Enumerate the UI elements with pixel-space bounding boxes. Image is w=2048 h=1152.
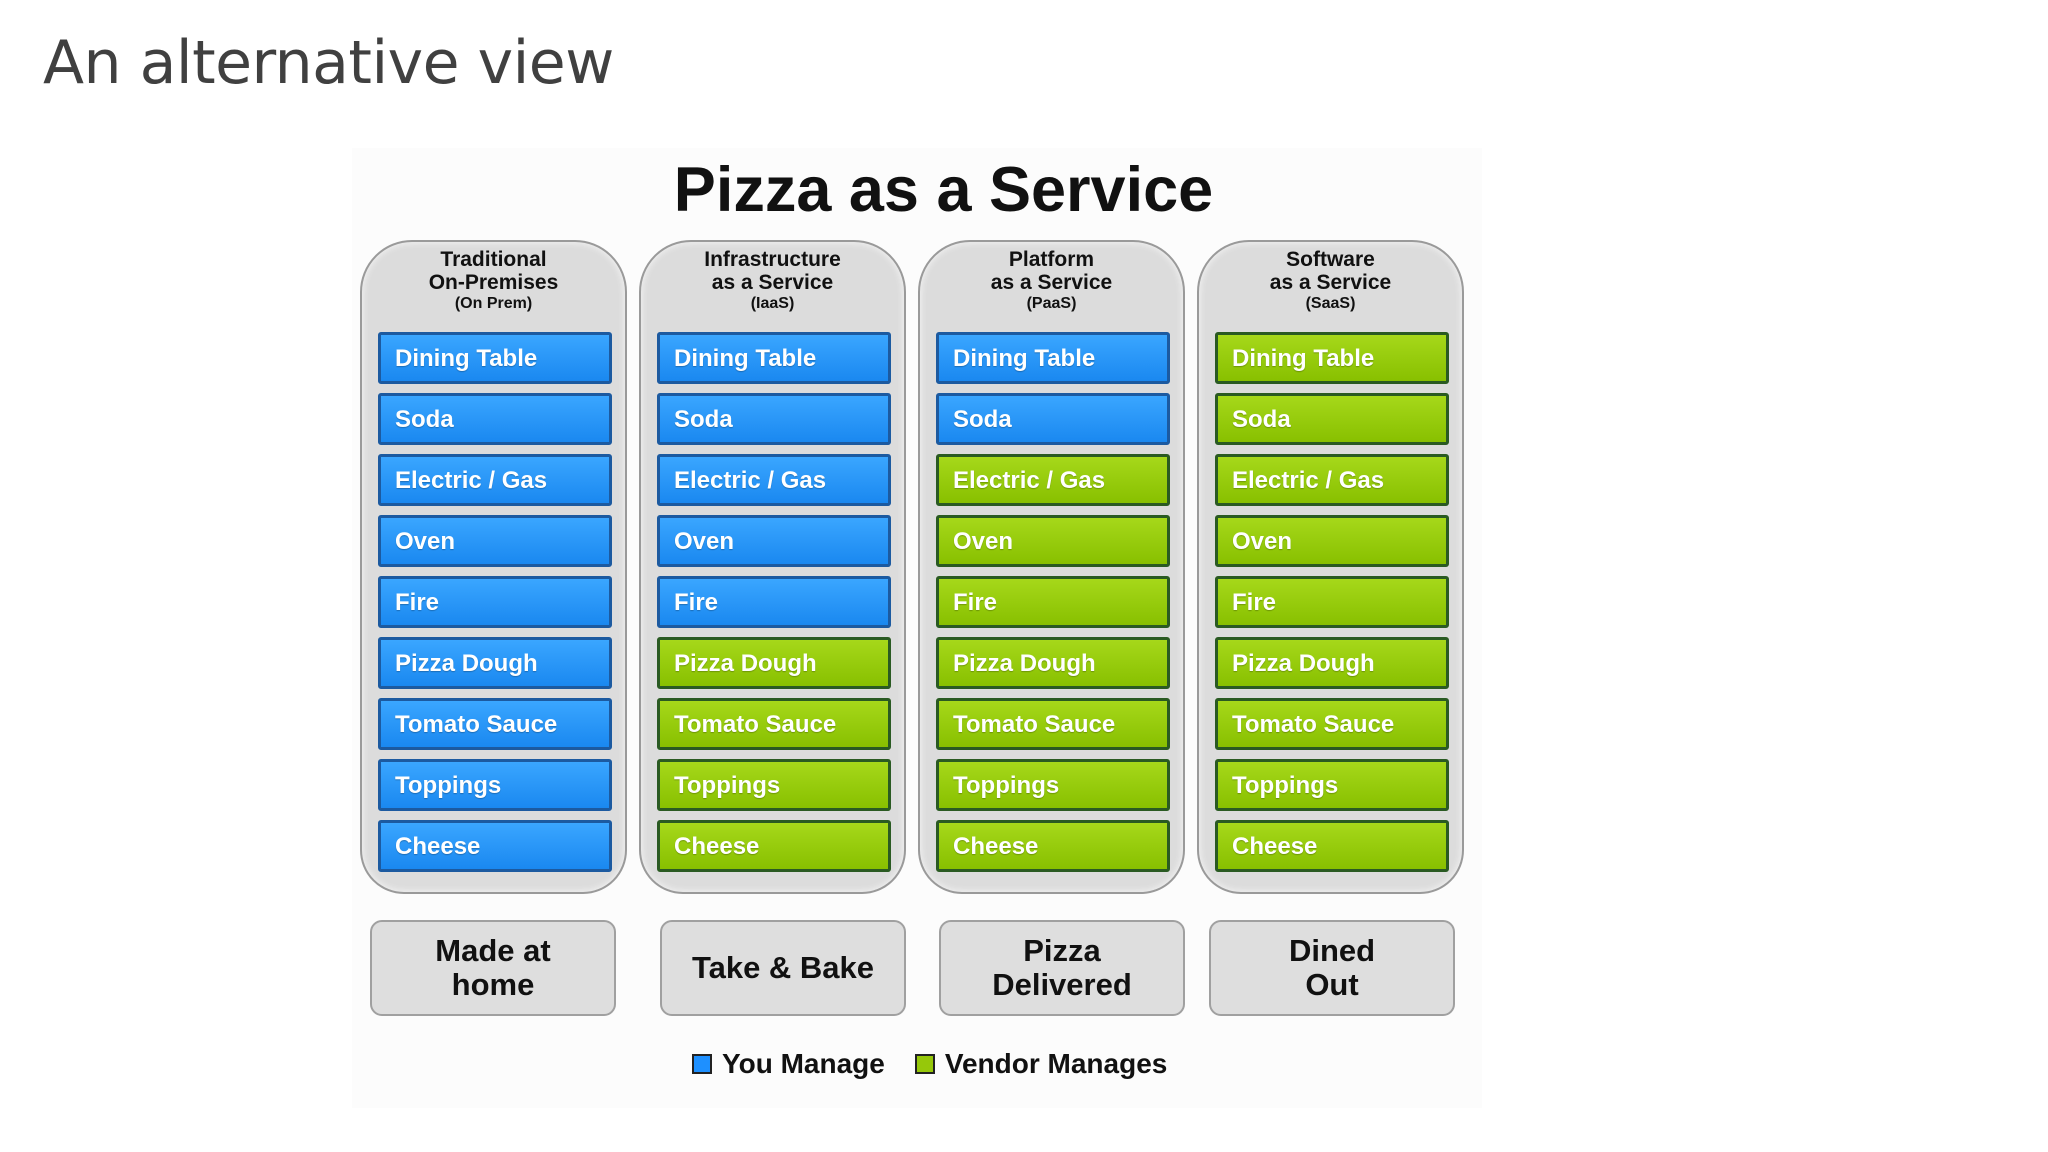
tier-pizza-dough: Pizza Dough	[1215, 637, 1449, 689]
column-abbreviation: (SaaS)	[1305, 295, 1356, 312]
tier-electric-gas: Electric / Gas	[1215, 454, 1449, 506]
tier-dining-table: Dining Table	[1215, 332, 1449, 384]
tier-dining-table: Dining Table	[936, 332, 1170, 384]
tier-oven: Oven	[936, 515, 1170, 567]
tier-soda: Soda	[657, 393, 891, 445]
column-header-line: as a Service	[990, 271, 1113, 294]
outcome-line: Take & Bake	[691, 950, 875, 985]
tier-toppings: Toppings	[936, 759, 1170, 811]
column-header-line: Platform	[1008, 248, 1095, 271]
column-header-line: Software	[1286, 248, 1375, 271]
outcome-box: Take & Bake	[660, 920, 906, 1016]
tier-cheese: Cheese	[936, 820, 1170, 872]
tier-pizza-dough: Pizza Dough	[657, 637, 891, 689]
column-header-line: as a Service	[711, 271, 834, 294]
tier-dining-table: Dining Table	[657, 332, 891, 384]
tier-dining-table: Dining Table	[378, 332, 612, 384]
outcome-line: Made at	[435, 933, 551, 968]
tier-fire: Fire	[1215, 576, 1449, 628]
tier-pizza-dough: Pizza Dough	[936, 637, 1170, 689]
legend-item-vendor-manages: Vendor Manages	[914, 1048, 1168, 1080]
diagram-title: Pizza as a Service	[673, 155, 1214, 225]
column-header-line: Infrastructure	[704, 248, 841, 271]
tier-toppings: Toppings	[1215, 759, 1449, 811]
column-abbreviation: (On Prem)	[454, 295, 533, 312]
outcome-line: Out	[1305, 967, 1359, 1002]
tier-tomato-sauce: Tomato Sauce	[657, 698, 891, 750]
tier-soda: Soda	[936, 393, 1170, 445]
legend-label-vendor-manages: Vendor Manages	[944, 1048, 1168, 1079]
tier-tomato-sauce: Tomato Sauce	[936, 698, 1170, 750]
column-abbreviation: (IaaS)	[750, 295, 795, 312]
column-header-line: Traditional	[440, 248, 547, 271]
legend: You Manage Vendor Manages	[692, 1048, 1197, 1080]
column-header-line: On-Premises	[428, 271, 559, 294]
tier-fire: Fire	[936, 576, 1170, 628]
tier-tomato-sauce: Tomato Sauce	[1215, 698, 1449, 750]
tier-soda: Soda	[378, 393, 612, 445]
slide-title: An alternative view	[43, 28, 614, 98]
tier-oven: Oven	[1215, 515, 1449, 567]
tier-toppings: Toppings	[657, 759, 891, 811]
tier-fire: Fire	[657, 576, 891, 628]
legend-label-you-manage: You Manage	[722, 1048, 885, 1079]
tier-tomato-sauce: Tomato Sauce	[378, 698, 612, 750]
tier-toppings: Toppings	[378, 759, 612, 811]
tier-oven: Oven	[657, 515, 891, 567]
tier-pizza-dough: Pizza Dough	[378, 637, 612, 689]
tier-cheese: Cheese	[1215, 820, 1449, 872]
outcome-line: Delivered	[992, 967, 1132, 1002]
outcome-line: home	[451, 967, 535, 1002]
outcome-line: Dined	[1288, 933, 1376, 968]
tier-soda: Soda	[1215, 393, 1449, 445]
tier-electric-gas: Electric / Gas	[378, 454, 612, 506]
column-abbreviation: (PaaS)	[1026, 295, 1077, 312]
tier-cheese: Cheese	[378, 820, 612, 872]
column-header-line: as a Service	[1269, 271, 1392, 294]
you-manage-swatch	[692, 1054, 712, 1074]
tier-cheese: Cheese	[657, 820, 891, 872]
tier-electric-gas: Electric / Gas	[657, 454, 891, 506]
tier-fire: Fire	[378, 576, 612, 628]
legend-item-you-manage: You Manage	[692, 1048, 885, 1080]
outcome-line: Pizza	[1023, 933, 1101, 968]
vendor-manages-swatch	[914, 1054, 935, 1074]
tier-oven: Oven	[378, 515, 612, 567]
tier-electric-gas: Electric / Gas	[936, 454, 1170, 506]
